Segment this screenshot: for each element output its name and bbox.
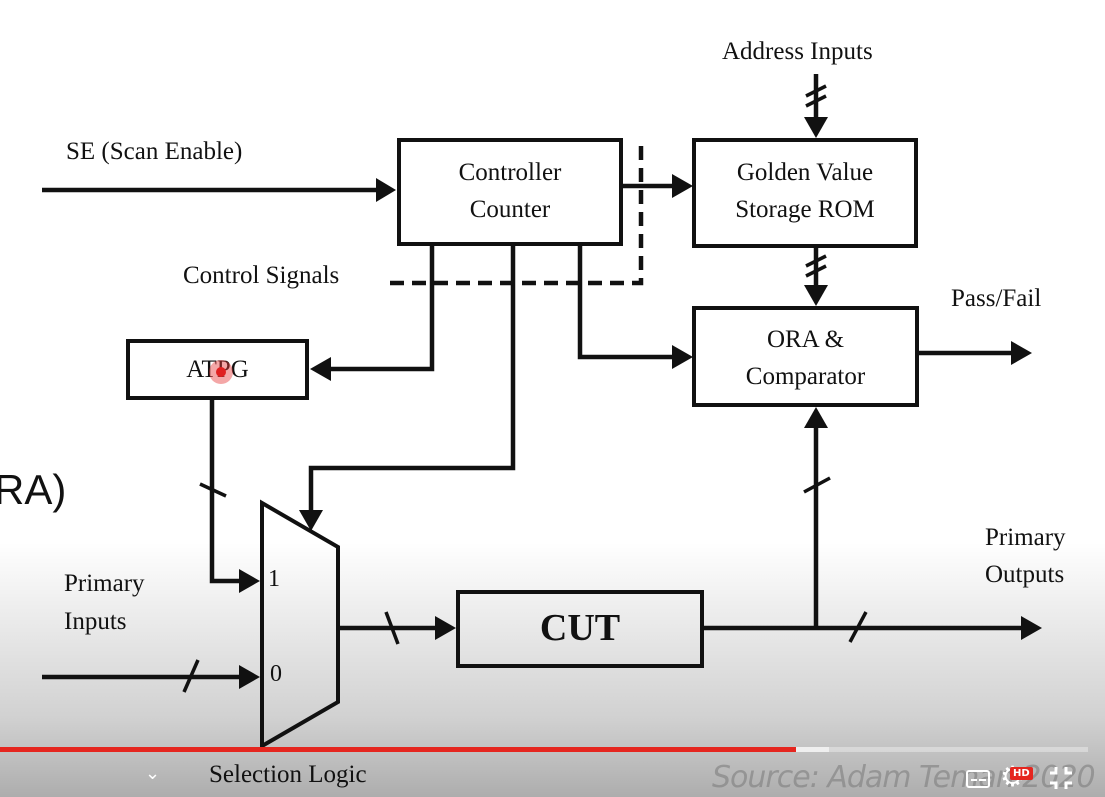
arrowhead xyxy=(239,569,260,593)
arrowhead xyxy=(672,345,693,369)
primary-outputs-label-line1: Primary xyxy=(985,524,1066,551)
bus-slash xyxy=(805,84,827,98)
arrowhead xyxy=(299,510,323,531)
progress-bar[interactable] xyxy=(0,747,1088,752)
arrowhead xyxy=(672,174,693,198)
comparator-line: Comparator xyxy=(745,363,866,390)
selection-logic-label: Selection Logic xyxy=(209,761,367,788)
arrowhead xyxy=(1021,616,1042,640)
source-caption: Source: Adam Teman 2020 xyxy=(712,760,1096,795)
slide-text-fragment: RA) xyxy=(0,466,67,513)
bus-slash xyxy=(805,94,827,108)
scan-enable-label: SE (Scan Enable) xyxy=(66,138,243,165)
ora-line: ORA & xyxy=(766,326,845,353)
chevron-down-icon[interactable]: ⌄ xyxy=(145,763,161,784)
controller-line: Controller xyxy=(458,159,562,186)
atpg-box xyxy=(126,339,309,400)
arrowhead xyxy=(804,285,828,306)
arrowhead xyxy=(376,178,396,202)
golden-rom-box xyxy=(692,138,918,248)
exit-fullscreen-icon[interactable] xyxy=(1048,765,1074,791)
control-signals-label: Control Signals xyxy=(183,262,340,289)
pass-fail-label: Pass/Fail xyxy=(951,285,1042,312)
address-inputs-label: Address Inputs xyxy=(722,38,873,65)
bus-slash xyxy=(384,611,400,645)
bus-slash xyxy=(848,611,868,643)
hd-badge: HD xyxy=(1010,767,1033,780)
arrowhead xyxy=(239,665,260,689)
bus-slash xyxy=(805,254,827,268)
arrowhead xyxy=(804,407,828,428)
bus-slash xyxy=(805,264,827,278)
bus-slash xyxy=(199,482,227,498)
progress-played xyxy=(0,747,797,752)
ora-comparator-text: ORA & Comparator xyxy=(694,321,917,395)
subtitles-icon[interactable] xyxy=(966,770,990,788)
primary-inputs-label-line2: Inputs xyxy=(64,608,127,635)
controller-counter-text: Controller Counter xyxy=(399,154,621,228)
bus-slash xyxy=(182,659,200,693)
arrowhead xyxy=(1011,341,1032,365)
counter-line: Counter xyxy=(469,196,551,223)
bus-slash xyxy=(803,476,831,494)
mux-input-0-label: 0 xyxy=(270,661,282,687)
mux-input-1-label: 1 xyxy=(268,566,280,592)
arrowhead xyxy=(804,117,828,138)
arrowhead xyxy=(310,357,331,381)
golden-value-line: Golden Value xyxy=(736,159,874,186)
storage-rom-line: Storage ROM xyxy=(735,196,875,223)
primary-inputs-label-line1: Primary xyxy=(64,570,145,597)
golden-rom-text: Golden Value Storage ROM xyxy=(694,154,916,228)
arrowhead xyxy=(435,616,456,640)
controller-counter-box xyxy=(397,138,623,246)
primary-outputs-label-line2: Outputs xyxy=(985,561,1065,588)
ora-comparator-box xyxy=(692,306,919,407)
cursor-dot xyxy=(216,367,226,377)
cut-text: CUT xyxy=(539,607,621,649)
mux-shape xyxy=(260,499,340,750)
control-signals-bus xyxy=(390,140,644,286)
